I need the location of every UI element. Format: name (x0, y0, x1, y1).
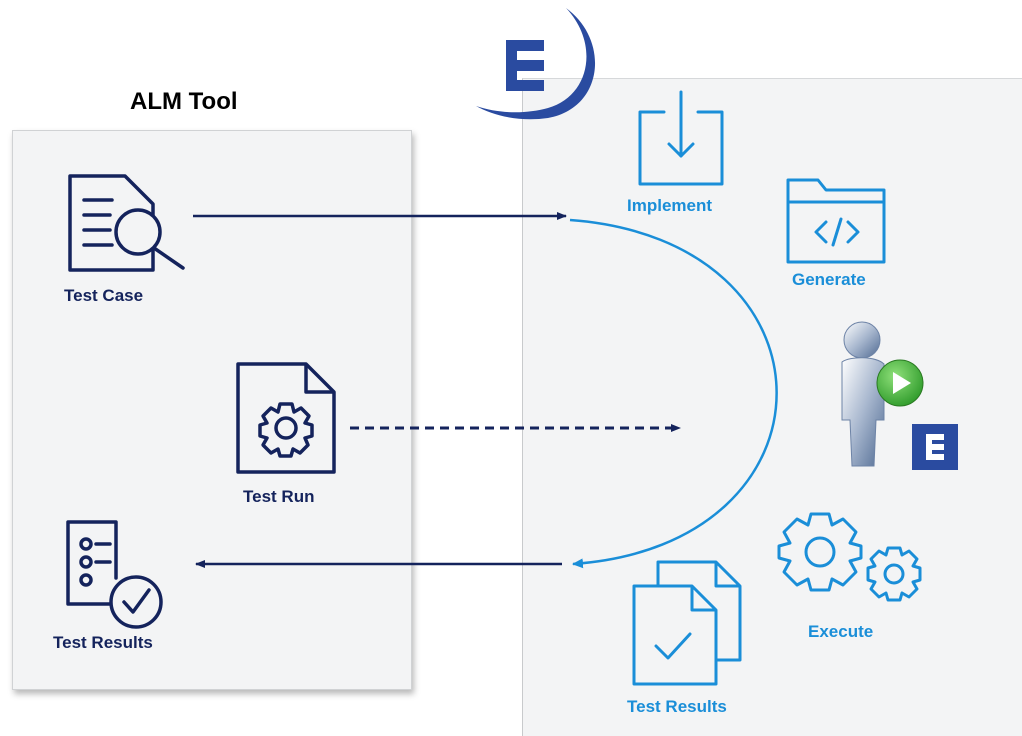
implement-label: Implement (627, 196, 713, 215)
test-case-label: Test Case (64, 286, 144, 305)
gears-icon (777, 512, 922, 602)
execute-label: Execute (808, 622, 874, 641)
documents-check-icon (632, 560, 742, 686)
tool-test-results-label: Test Results (627, 697, 727, 716)
alm-tool-panel (12, 130, 412, 690)
automation-engine-icon (841, 321, 958, 470)
alm-tool-title: ALM Tool (130, 88, 238, 115)
automation-tool-panel (522, 78, 1022, 736)
download-tray-icon (638, 90, 724, 186)
document-gear-icon (236, 362, 336, 474)
code-folder-icon (786, 178, 886, 264)
alm-test-results-label: Test Results (53, 633, 153, 652)
test-run-label: Test Run (243, 487, 315, 506)
logo (476, 8, 596, 120)
generate-label: Generate (792, 270, 866, 289)
process-arc-arrow (569, 218, 778, 569)
document-search-icon (68, 174, 185, 272)
checklist-check-icon (66, 520, 163, 629)
